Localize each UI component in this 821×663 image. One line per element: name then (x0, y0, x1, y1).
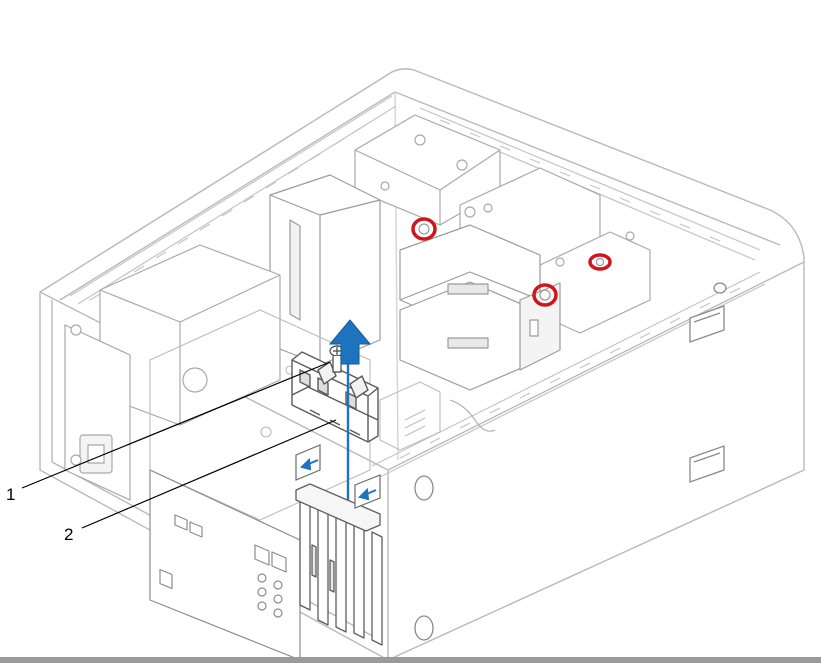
red-marker-screw-1 (411, 217, 437, 241)
leader-line-2 (81, 419, 337, 529)
callout-1: 1 (6, 485, 15, 504)
red-marker-screw-3 (532, 283, 558, 307)
expansion-slot-covers (295, 483, 383, 646)
callout-leaders (21, 361, 337, 529)
red-marker-screw-2 (588, 253, 612, 271)
card-retention-bracket (291, 351, 379, 443)
lift-up-arrow (328, 319, 372, 365)
blue-release-arrows (300, 457, 377, 501)
power-supply (64, 244, 281, 501)
leader-line-1 (21, 361, 331, 489)
callout-2: 2 (64, 525, 73, 544)
chassis-feet (414, 282, 727, 641)
red-screw-markers (411, 217, 612, 307)
bottom-border (0, 657, 821, 663)
marked-screw-heads (418, 223, 604, 301)
